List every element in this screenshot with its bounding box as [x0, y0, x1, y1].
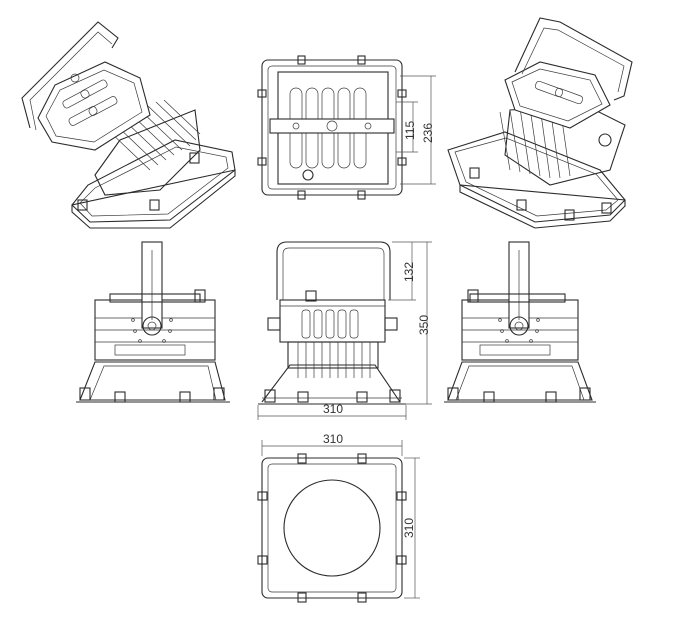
isometric-left-view	[21, 21, 236, 229]
isometric-right-view	[447, 17, 633, 229]
dim-350: 350	[417, 315, 431, 335]
dim-236: 236	[421, 123, 435, 143]
dim-115: 115	[403, 121, 417, 140]
dim-310-bottom-height: 310	[402, 518, 416, 538]
front-top-view: 115 236	[257, 55, 436, 200]
dim-310-bottom-width: 310	[323, 432, 343, 446]
dim-132: 132	[402, 262, 416, 282]
front-view: 132 350 310	[257, 241, 432, 420]
side-right-view	[444, 241, 596, 403]
dim-310-front: 310	[323, 402, 343, 416]
bottom-view: 310 310	[257, 432, 420, 603]
side-left-view	[76, 241, 230, 403]
